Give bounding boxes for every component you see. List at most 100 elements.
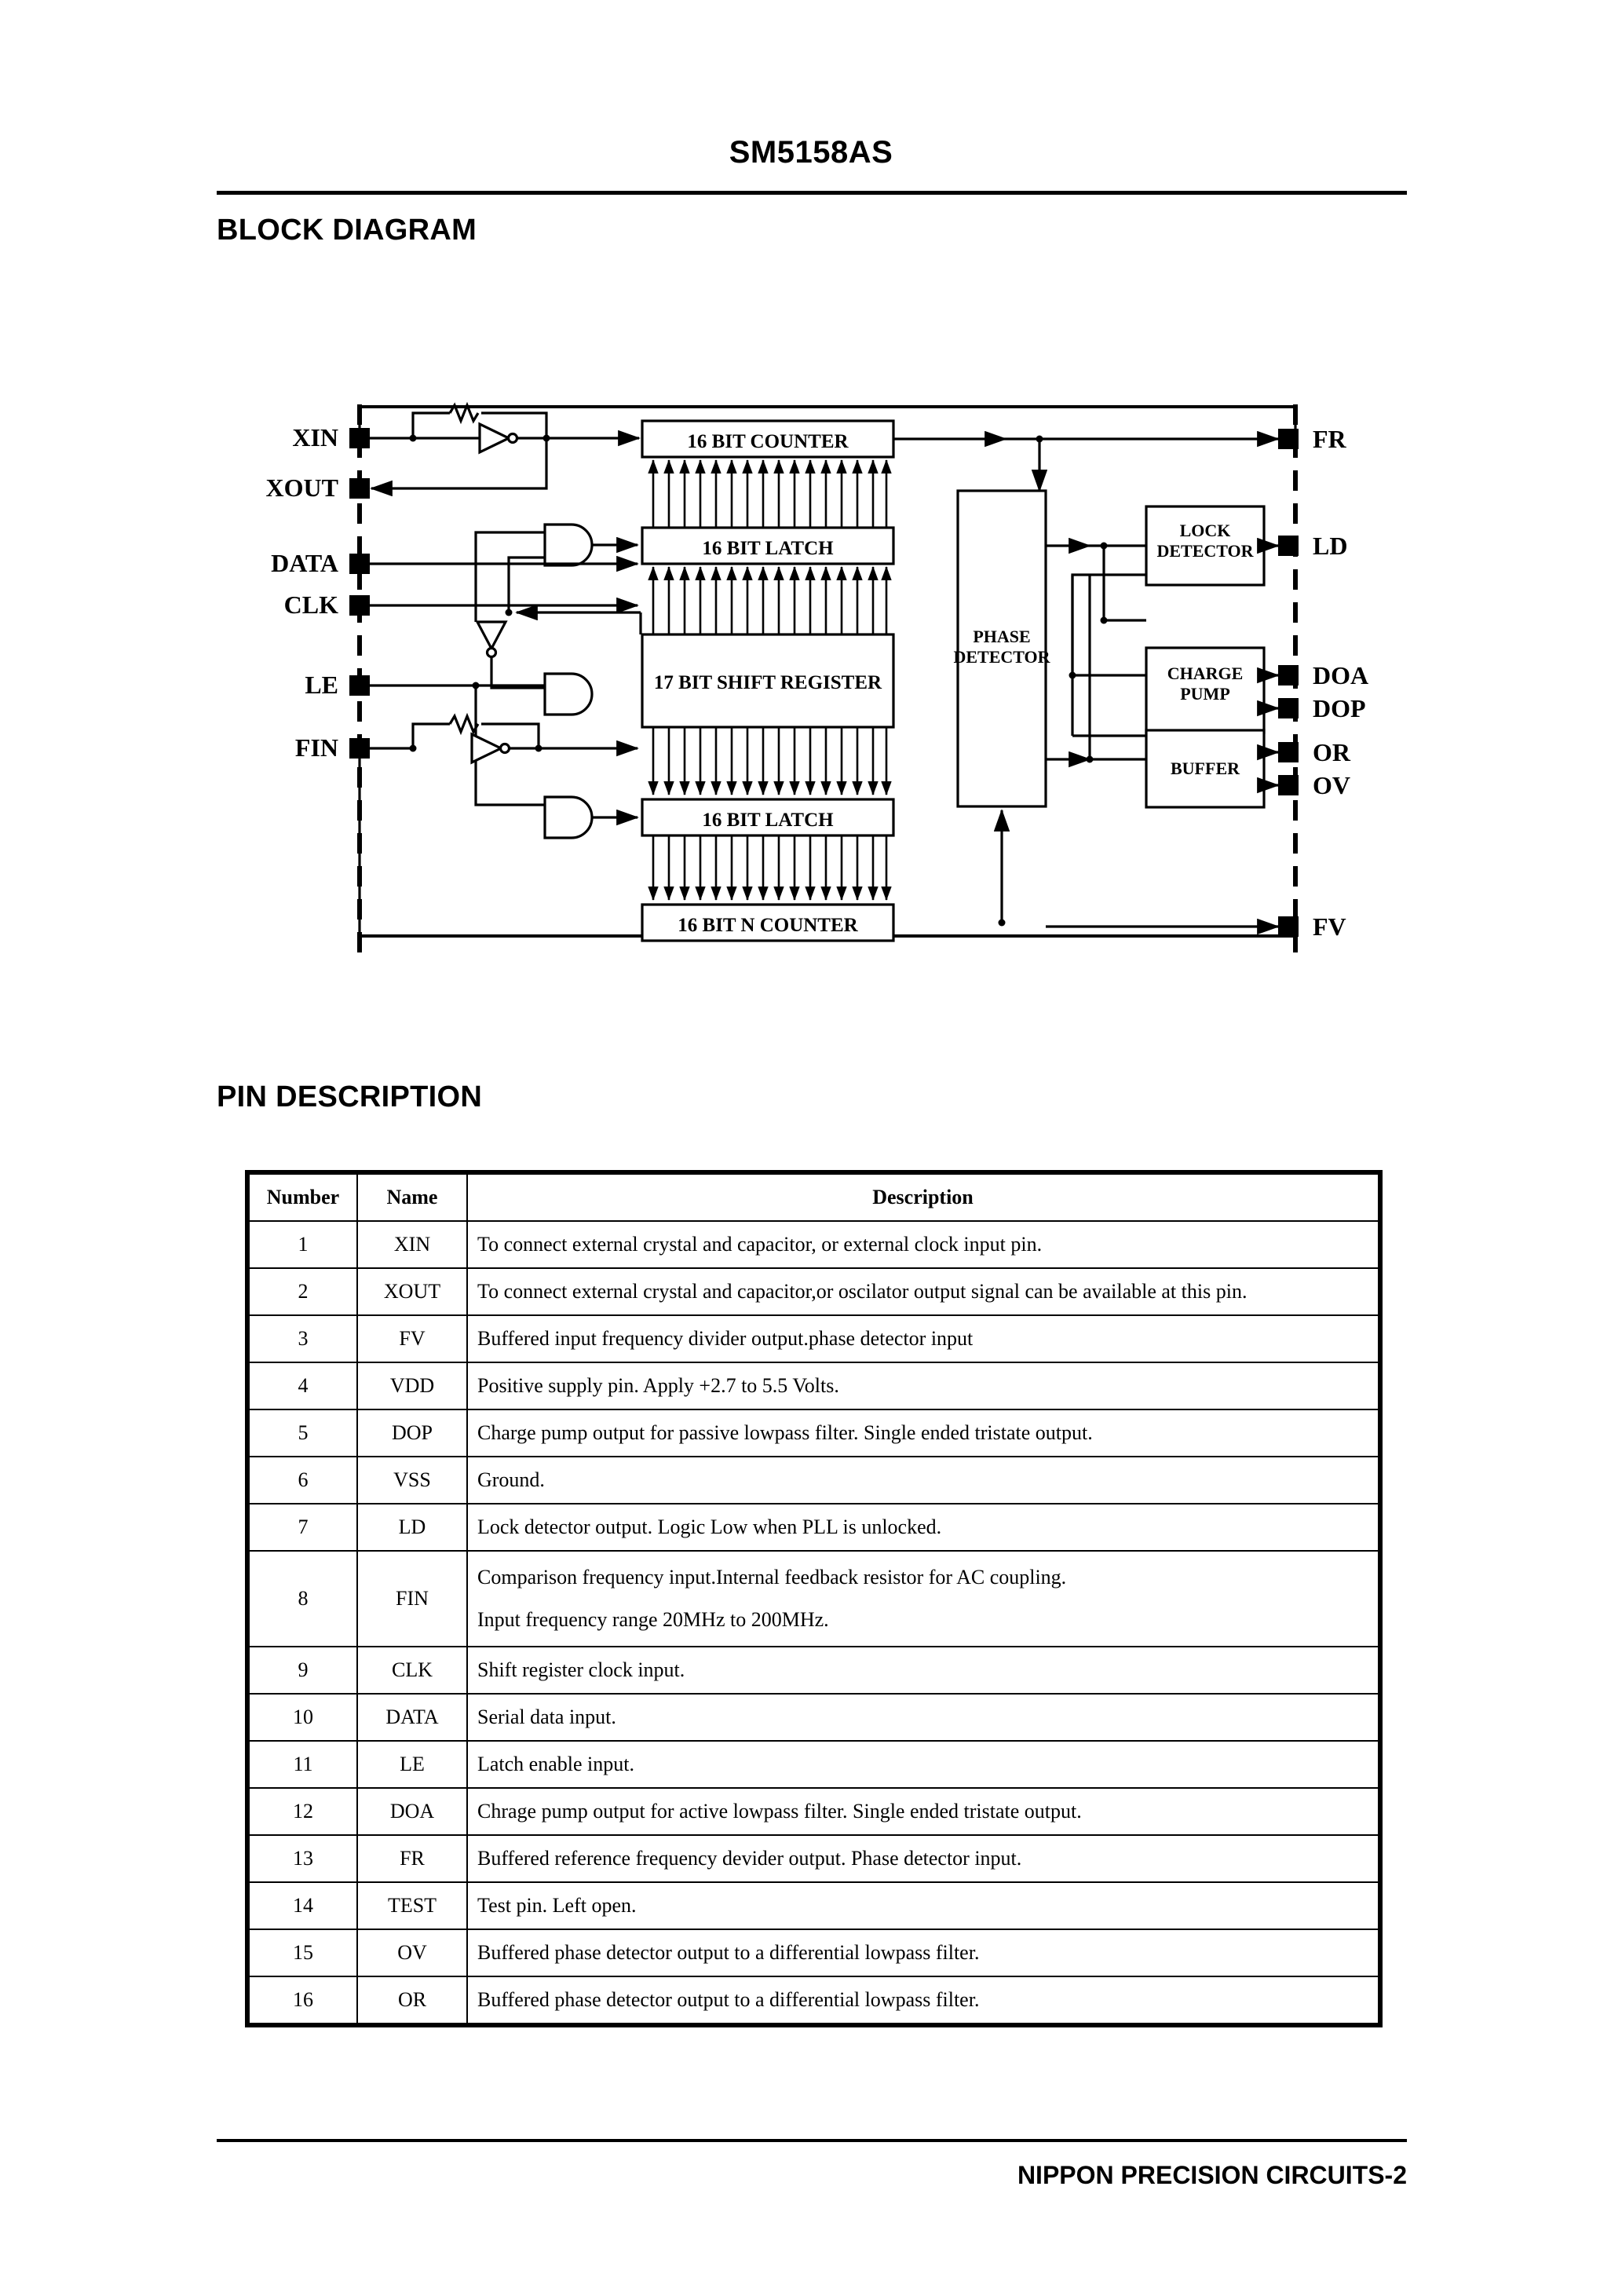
cell-description: Test pin. Left open. xyxy=(466,1881,1379,1930)
cell-name: XIN xyxy=(356,1220,468,1269)
cell-number: 12 xyxy=(248,1787,358,1836)
block-label-latch-bottom: 16 BIT LATCH xyxy=(702,810,834,831)
block-label-buffer: BUFFER xyxy=(1171,759,1240,778)
pin-label-ld: LD xyxy=(1313,532,1347,560)
cell-name: LD xyxy=(356,1503,468,1552)
box-phase-detector xyxy=(956,489,1047,808)
box-17bit-shift-register xyxy=(641,633,895,729)
pad-or xyxy=(1278,742,1299,762)
cell-number: 14 xyxy=(248,1881,358,1930)
cell-description: Buffered input frequency divider output.… xyxy=(466,1314,1379,1363)
cell-description: Latch enable input. xyxy=(466,1740,1379,1789)
pad-ov xyxy=(1278,775,1299,795)
pad-dop xyxy=(1278,698,1299,718)
cell-number: 10 xyxy=(248,1693,358,1742)
cell-number: 2 xyxy=(248,1267,358,1316)
pin-label-doa: DOA xyxy=(1313,661,1368,689)
cell-number: 6 xyxy=(248,1456,358,1504)
block-label-n-counter: 16 BIT N COUNTER xyxy=(678,915,858,936)
cell-description: Charge pump output for passive lowpass f… xyxy=(466,1409,1379,1457)
pin-label-fv: FV xyxy=(1313,912,1346,941)
cell-number: 9 xyxy=(248,1646,358,1695)
cell-name: TEST xyxy=(356,1881,468,1930)
pad-le xyxy=(349,675,370,696)
cell-number: 3 xyxy=(248,1314,358,1363)
box-buffer xyxy=(1145,729,1266,809)
pad-clk xyxy=(349,595,370,616)
pin-label-or: OR xyxy=(1313,738,1351,766)
block-label-counter: 16 BIT COUNTER xyxy=(687,431,849,452)
cell-description: Buffered phase detector output to a diff… xyxy=(466,1976,1379,2024)
box-16bit-n-counter xyxy=(641,903,895,942)
section-heading-pin-description: PIN DESCRIPTION xyxy=(217,1080,483,1113)
cell-name: OV xyxy=(356,1929,468,1977)
cell-description: Serial data input. xyxy=(466,1693,1379,1742)
footer-text: NIPPON PRECISION CIRCUITS-2 xyxy=(1017,2161,1407,2189)
pad-data xyxy=(349,554,370,574)
cell-name: VDD xyxy=(356,1362,468,1410)
cell-name: FIN xyxy=(356,1550,468,1647)
cell-number: 8 xyxy=(248,1550,358,1647)
cell-name: FR xyxy=(356,1834,468,1883)
pin-label-xout: XOUT xyxy=(266,473,338,502)
pin-label-ov: OV xyxy=(1313,771,1350,799)
pad-xout xyxy=(349,478,370,499)
block-label-latch-top: 16 BIT LATCH xyxy=(702,538,834,559)
cell-number: 16 xyxy=(248,1976,358,2024)
cell-description-line1: Comparison frequency input.Internal feed… xyxy=(477,1566,1067,1589)
pin-label-clk: CLK xyxy=(284,590,338,619)
block-label-charge-pump-l1: CHARGE xyxy=(1167,664,1244,683)
column-header-number: Number xyxy=(248,1173,358,1222)
table-header-row: Number Name Description xyxy=(248,1173,1379,1222)
footer-rule xyxy=(217,2139,1407,2142)
box-16bit-counter xyxy=(641,419,895,459)
block-label-charge-pump-l2: PUMP xyxy=(1180,684,1230,704)
column-header-name: Name xyxy=(356,1173,468,1222)
block-label-phase-detector-l2: DETECTOR xyxy=(953,647,1050,667)
cell-number: 4 xyxy=(248,1362,358,1410)
pin-label-data: DATA xyxy=(271,549,338,577)
cell-description: To connect external crystal and capacito… xyxy=(466,1220,1379,1269)
pad-doa xyxy=(1278,665,1299,686)
pad-ld xyxy=(1278,536,1299,556)
cell-name: XOUT xyxy=(356,1267,468,1316)
cell-description: Buffered phase detector output to a diff… xyxy=(466,1929,1379,1977)
cell-name: DATA xyxy=(356,1693,468,1742)
cell-number: 13 xyxy=(248,1834,358,1883)
box-lock-detector xyxy=(1145,505,1266,587)
block-diagram: XIN XOUT DATA CLK LE FIN FR LD DOA DOP O… xyxy=(217,345,1407,974)
cell-name: DOP xyxy=(356,1409,468,1457)
block-label-lock-detector-l1: LOCK xyxy=(1180,521,1231,540)
cell-number: 1 xyxy=(248,1220,358,1269)
box-charge-pump xyxy=(1145,646,1266,734)
block-diagram-svg: XIN XOUT DATA CLK LE FIN FR LD DOA DOP O… xyxy=(266,401,1368,954)
pad-xin xyxy=(349,428,370,448)
block-label-shift-register: 17 BIT SHIFT REGISTER xyxy=(654,672,882,693)
pin-label-dop: DOP xyxy=(1313,694,1366,722)
cell-description: Positive supply pin. Apply +2.7 to 5.5 V… xyxy=(466,1362,1379,1410)
section-heading-block-diagram: BLOCK DIAGRAM xyxy=(217,214,477,247)
cell-description: To connect external crystal and capacito… xyxy=(466,1267,1379,1316)
cell-description: Ground. xyxy=(466,1456,1379,1504)
block-label-phase-detector-l1: PHASE xyxy=(973,627,1030,646)
cell-name: DOA xyxy=(356,1787,468,1836)
pin-label-fin: FIN xyxy=(295,733,338,762)
box-16bit-latch-top xyxy=(641,526,895,565)
